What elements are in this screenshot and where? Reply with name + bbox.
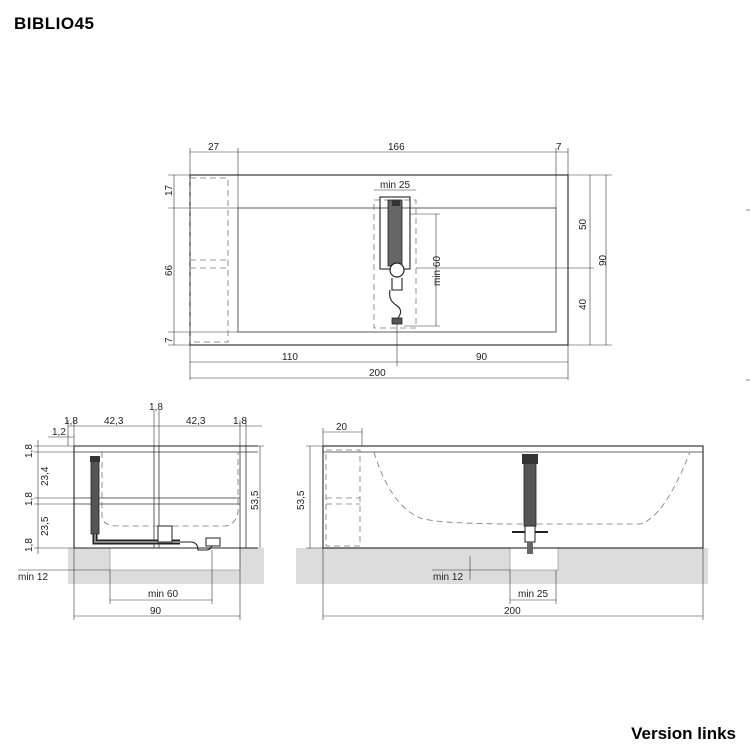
top-dim-166: 166	[388, 142, 405, 153]
front-width-90: 90	[150, 606, 162, 617]
top-view-drain-assembly	[373, 196, 417, 329]
top-dim-7-left: 7	[164, 337, 175, 343]
front-dim-1-8-c: 1,8	[233, 416, 247, 427]
top-view-outline	[189, 174, 569, 346]
top-dim-27: 27	[208, 142, 220, 153]
front-pipe-assembly	[90, 456, 221, 551]
side-width-200: 200	[504, 606, 521, 617]
top-label-min60: min 60	[432, 256, 443, 286]
front-dim-left-1-8-c: 1,8	[24, 538, 35, 552]
side-dim-20: 20	[336, 422, 348, 433]
front-min12: min 12	[18, 572, 48, 583]
top-dim-110: 110	[282, 352, 298, 363]
front-min60: min 60	[148, 589, 178, 600]
side-min12: min 12	[433, 572, 463, 583]
side-dim-53-5: 53,5	[296, 490, 307, 510]
top-dim-90-bottom: 90	[476, 352, 488, 363]
side-view: 20 53,5 min 12 min 25 200	[296, 422, 708, 620]
front-dim-42-3-a: 42,3	[104, 416, 124, 427]
top-dim-17: 17	[164, 184, 175, 196]
side-mixer	[512, 454, 548, 554]
side-outline	[322, 445, 704, 549]
drawing-title: BIBLIO45	[14, 14, 95, 33]
side-min25: min 25	[518, 589, 548, 600]
front-dim-1-8-a: 1,8	[64, 416, 78, 427]
top-label-min25: min 25	[380, 180, 410, 191]
front-dim-1-2: 1,2	[52, 427, 66, 438]
front-dim-left-1-8-b: 1,8	[24, 492, 35, 506]
front-dim-1-8-b: 1,8	[149, 402, 163, 413]
front-dim-left-23-4: 23,4	[40, 466, 51, 486]
top-dim-200: 200	[369, 368, 386, 379]
version-links-link[interactable]: Version links	[631, 724, 736, 743]
side-floor	[296, 548, 708, 584]
top-dim-50: 50	[578, 218, 589, 230]
front-dim-53-5: 53,5	[250, 490, 261, 510]
top-dim-40: 40	[578, 298, 589, 310]
front-view: 1,8 42,3 1,8 42,3 1,8 1,2 1,8 23,4 1,8 2…	[18, 402, 264, 620]
top-view: 27 166 7 17 66 7 50 40 90 min 25 min 60 …	[164, 142, 612, 380]
top-dim-66: 66	[164, 264, 175, 276]
front-dim-42-3-b: 42,3	[186, 416, 206, 427]
top-dim-7: 7	[556, 142, 562, 153]
front-dim-left-23-5: 23,5	[40, 516, 51, 536]
top-dim-90: 90	[598, 254, 609, 266]
front-dim-left-1-8-a: 1,8	[24, 444, 35, 458]
